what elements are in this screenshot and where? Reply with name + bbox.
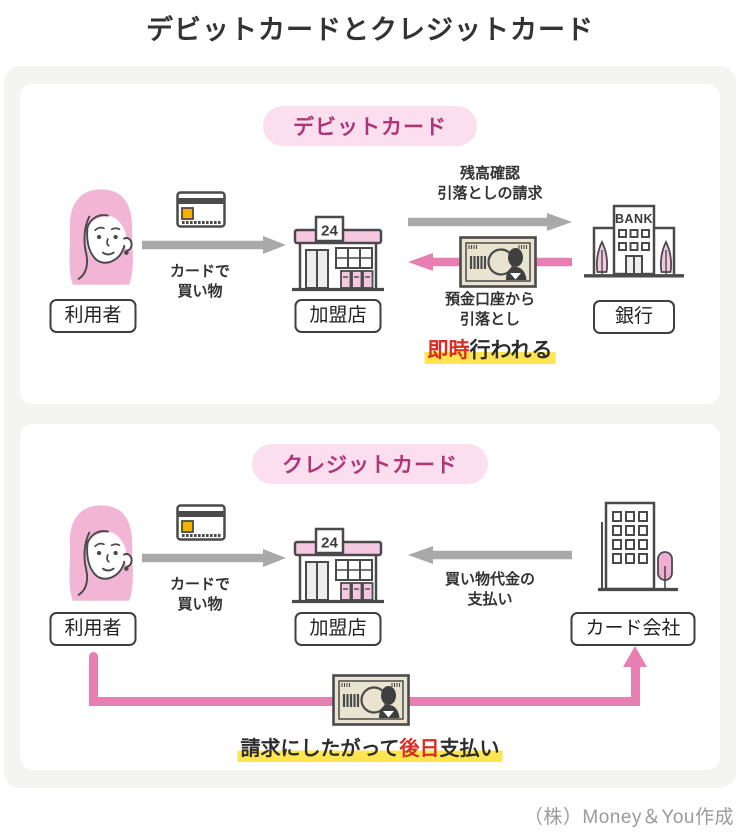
store-icon: 24: [292, 527, 384, 604]
credit-heading-label: クレジットカード: [282, 454, 458, 477]
company-label-box: カード会社: [570, 612, 696, 646]
bank-label-box: 銀行: [592, 300, 676, 334]
money-icon: [459, 236, 537, 288]
timing-note: 即時行われる: [424, 334, 556, 364]
payment-arrow-icon: [408, 546, 572, 564]
credit-heading-pill: クレジットカード: [252, 444, 488, 484]
money-icon: [332, 674, 410, 726]
credit-card-icon: [176, 504, 226, 541]
deferred-note: 請求にしたがって後日支払い: [237, 732, 503, 762]
purchase-caption: カードで 買い物: [169, 576, 231, 613]
credit-panel: クレジットカード 利用者 カードで 買い物 24 加盟店 買い物代金の 支払い …: [20, 424, 720, 770]
board: デビットカード 利用者 カードで 買い物 24 加盟店 残高確認 引落としの請求: [4, 66, 736, 788]
store-label-box: 加盟店: [294, 299, 382, 333]
store-sign-text: 24: [321, 223, 338, 240]
purchase-caption: カードで 買い物: [169, 263, 231, 300]
debit-panel: デビットカード 利用者 カードで 買い物 24 加盟店 残高確認 引落としの請求: [20, 84, 720, 404]
office-building-icon: [596, 501, 680, 592]
debit-card-icon: [176, 191, 226, 228]
bank-icon: BANK: [582, 204, 686, 278]
store-icon: 24: [292, 215, 384, 292]
user-icon: [68, 504, 134, 602]
store-label-box: 加盟店: [294, 612, 382, 646]
connector-line-right: [631, 666, 640, 706]
up-arrowhead-icon: [623, 646, 647, 667]
bank-sign-text: BANK: [615, 212, 653, 226]
connector-line-left: [89, 652, 98, 706]
footer-credit: （株）Money＆You作成: [523, 807, 734, 828]
debit-heading-pill: デビットカード: [263, 106, 477, 146]
user-label-box: 利用者: [49, 612, 137, 646]
user-label-box: 利用者: [49, 299, 137, 333]
page-title: デビットカードとクレジットカード: [146, 15, 594, 45]
request-caption: 残高確認 引落としの請求: [437, 165, 543, 202]
withdraw-caption: 預金口座から 引落とし: [444, 291, 536, 328]
user-icon: [68, 188, 134, 286]
request-arrow-icon: [408, 213, 572, 231]
purchase-arrow-icon: [142, 236, 286, 254]
debit-heading-label: デビットカード: [293, 116, 447, 139]
purchase-arrow-icon: [142, 549, 286, 567]
payment-caption: 買い物代金の 支払い: [444, 571, 536, 608]
store-sign-text: 24: [321, 535, 338, 552]
